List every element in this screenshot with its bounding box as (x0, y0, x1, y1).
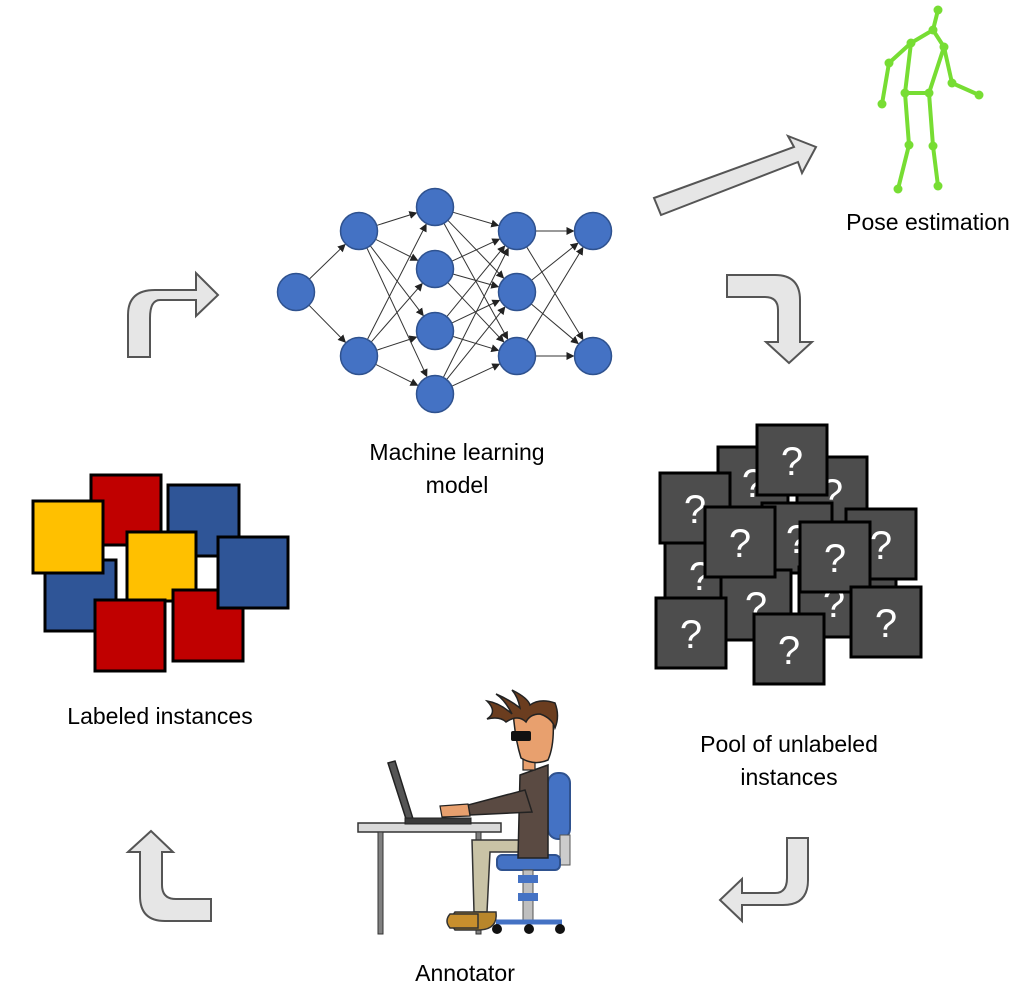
network-edge (375, 363, 419, 386)
arrow-to-pose (652, 134, 818, 217)
network-node (573, 336, 613, 376)
network-edge (366, 223, 427, 340)
pose-label: Pose estimation (846, 209, 1010, 235)
pool-label: Pool of unlabeled instances (659, 728, 919, 794)
network-edge (369, 245, 424, 317)
unlabeled-card: ? (654, 596, 728, 670)
question-mark: ? (778, 629, 800, 673)
pool-label-line2: instances (740, 764, 838, 790)
annotator-illustration (357, 689, 571, 935)
question-mark: ? (684, 488, 706, 532)
question-mark: ? (875, 602, 897, 646)
network-node (497, 211, 537, 251)
annotator-label: Annotator (415, 960, 515, 986)
arrow-to-pool (726, 274, 815, 365)
network-node (497, 336, 537, 376)
network-connections (308, 211, 584, 387)
labeled-card-red (171, 588, 245, 663)
arrow-to-model (127, 270, 220, 358)
network-node (339, 336, 379, 376)
network-edge (531, 242, 579, 281)
network-edge (376, 335, 418, 351)
labeled-card-blue (216, 535, 290, 610)
network-node (339, 211, 379, 251)
network-node (276, 272, 316, 312)
network-edge (446, 306, 506, 380)
labeled-card-yellow (31, 499, 105, 575)
question-mark: ? (680, 613, 702, 657)
labeled-card-yellow (125, 530, 198, 603)
pool-label-line1: Pool of unlabeled (700, 731, 878, 757)
model-label-line2: model (425, 472, 489, 498)
network-node (415, 249, 455, 289)
unlabeled-card: ? (849, 585, 923, 659)
network-edge (370, 282, 423, 343)
question-mark: ? (824, 537, 846, 581)
network-edge (452, 211, 500, 228)
network-edge (451, 238, 501, 262)
network-node (415, 311, 455, 351)
network-edge (375, 238, 419, 261)
pose-skeleton-icon (877, 5, 984, 194)
arrow-to-labeled (125, 829, 212, 922)
network-edge (451, 363, 501, 387)
labeled-card-red (93, 598, 167, 673)
laptop-icon (387, 760, 472, 825)
unlabeled-pool: ??????????????? (654, 423, 923, 686)
network-edge (308, 304, 347, 343)
network-edge (530, 303, 579, 345)
network-node (497, 272, 537, 312)
network-edge (526, 246, 584, 341)
network-edge (442, 247, 509, 378)
model-label-line1: Machine learning (369, 439, 545, 465)
network-edge (452, 273, 500, 289)
unlabeled-card: ? (703, 505, 777, 579)
neural-network-nodes (276, 187, 613, 414)
labeled-instances (31, 473, 290, 673)
unlabeled-card: ? (752, 612, 826, 686)
network-edge (451, 299, 501, 324)
arrow-to-annotator (718, 837, 809, 924)
network-edge (376, 211, 418, 226)
network-edge (447, 219, 505, 279)
question-mark: ? (870, 524, 892, 568)
question-mark: ? (729, 522, 751, 566)
network-edge (446, 245, 506, 318)
unlabeled-card: ? (798, 520, 872, 594)
network-node (415, 187, 455, 227)
network-node (415, 374, 455, 414)
network-edge (308, 243, 346, 280)
network-node (573, 211, 613, 251)
labeled-label: Labeled instances (67, 703, 253, 729)
unlabeled-card: ? (755, 423, 829, 497)
model-label: Machine learning model (322, 436, 592, 502)
question-mark: ? (781, 440, 803, 484)
